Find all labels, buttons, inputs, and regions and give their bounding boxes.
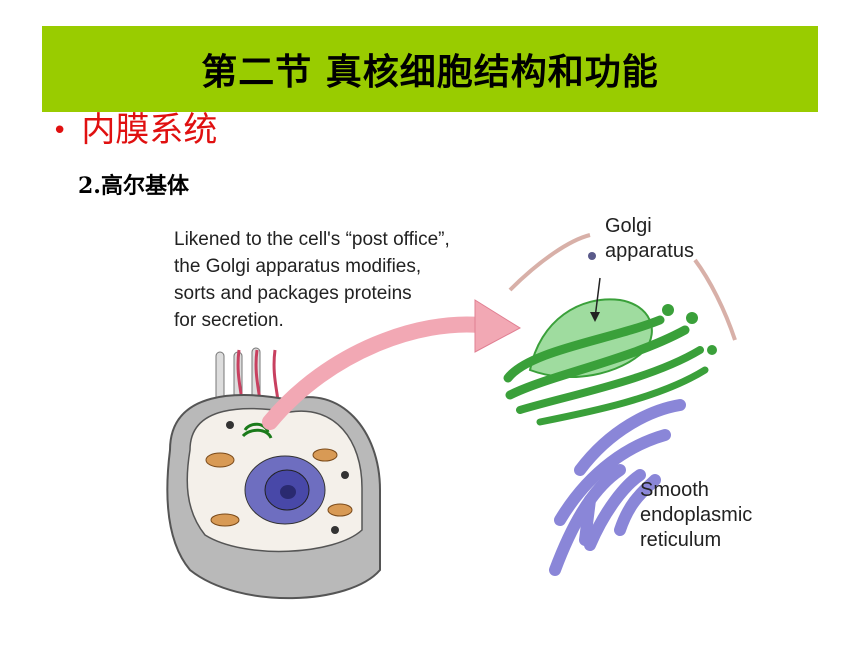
mitochondrion — [312, 448, 338, 462]
golgi-figure: Likened to the cell's “post office”, the… — [150, 200, 810, 620]
membrane-strand-right — [693, 258, 737, 341]
mitochondrion — [205, 452, 235, 468]
smooth-er-label-line: Smooth — [640, 479, 709, 501]
cell-illustration — [166, 347, 381, 600]
vesicle — [341, 471, 349, 479]
golgi-illustration — [166, 233, 737, 600]
slide-title: 第二节 真核细胞结构和功能 — [201, 52, 659, 93]
golgi-apparatus-enlarged — [503, 252, 717, 426]
small-vesicle — [588, 252, 596, 260]
figure-caption: Likened to the cell's “post office”, the… — [174, 226, 514, 334]
mitochondrion — [210, 513, 240, 527]
mitochondrion — [327, 503, 353, 517]
golgi-cisterna — [505, 325, 690, 400]
slide-title-bar: 第二节 真核细胞结构和功能 — [42, 26, 818, 112]
smooth-er-label-line: endoplasmic — [640, 504, 753, 526]
caption-line: for secretion. — [174, 310, 284, 331]
golgi-label-pointer — [594, 277, 601, 319]
golgi-vesicle — [707, 345, 717, 355]
smooth-er-label: Smooth endoplasmic reticulum — [640, 478, 752, 553]
subheading: 2.高尔基体 — [78, 173, 189, 199]
bullet-text: 内膜系统 — [81, 110, 218, 150]
golgi-cisterna — [536, 366, 709, 426]
bullet-item: • 内膜系统 — [52, 110, 218, 150]
cell-golgi — [243, 422, 270, 433]
golgi-label-line: apparatus — [605, 240, 694, 262]
vesicle — [226, 421, 234, 429]
caption-line: sorts and packages proteins — [174, 283, 412, 304]
golgi-cisterna — [516, 346, 704, 414]
vesicle — [331, 526, 339, 534]
pointer-arrow-shaft — [262, 316, 488, 430]
golgi-cisterna — [503, 315, 665, 383]
golgi-label: Golgi apparatus — [605, 214, 694, 264]
cell-golgi — [241, 428, 273, 439]
smooth-er — [549, 399, 686, 576]
golgi-label-line: Golgi — [605, 215, 652, 237]
smooth-er-label-line: reticulum — [640, 529, 722, 551]
golgi-vesicle — [662, 304, 674, 316]
membrane-strand-left — [508, 233, 591, 292]
bullet-dot-icon: • — [52, 115, 68, 146]
golgi-label-pointer-head — [590, 312, 600, 322]
golgi-vesicle — [686, 312, 698, 324]
nucleolus — [280, 485, 296, 499]
caption-line: Likened to the cell's “post office”, — [174, 229, 450, 250]
caption-line: the Golgi apparatus modifies, — [174, 256, 422, 277]
pointer-arrow-head — [474, 299, 521, 353]
